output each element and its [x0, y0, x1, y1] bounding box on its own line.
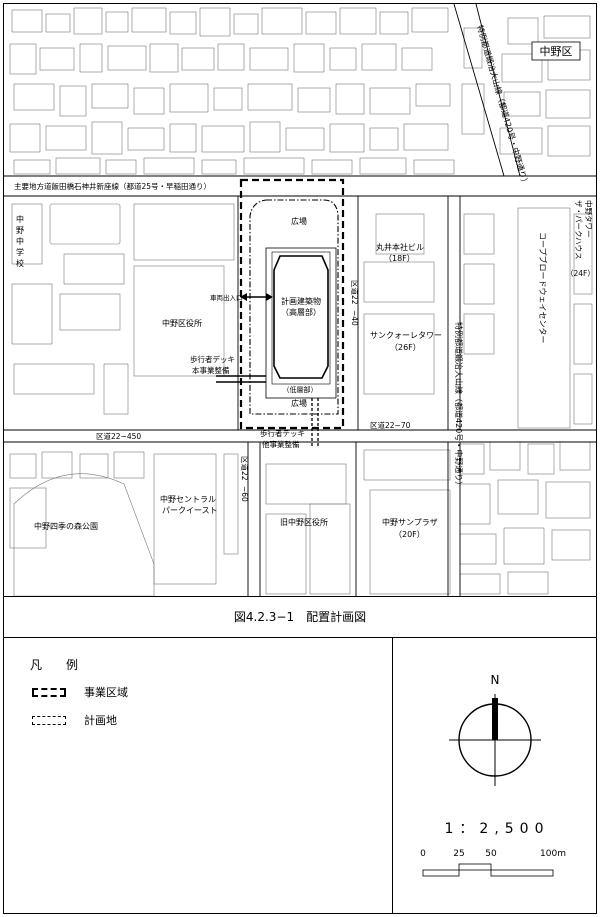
divider-caption-legend	[3, 637, 597, 638]
sunplaza-label: 中野サンプラザ	[382, 517, 438, 527]
plaza-bottom-label: 広場	[291, 398, 307, 408]
ward-label: 中野区	[540, 45, 573, 58]
low-rise-outline	[265, 247, 337, 399]
junior-high-char: 学	[16, 247, 24, 257]
junior-high-char: 校	[16, 258, 24, 268]
junior-high-char: 野	[16, 226, 24, 235]
planned-site-boundary	[249, 199, 339, 415]
central-park-east-label: 中野セントラル	[160, 494, 216, 504]
junior-high-label: 中野中学校	[16, 214, 24, 268]
ward-road-22-40-suffix: −40	[350, 310, 359, 326]
ward-label-box	[531, 41, 581, 61]
ward-road-22-60-suffix: −60	[240, 486, 249, 502]
marui-label: 丸井本社ビル	[376, 242, 424, 252]
high-rise-outline	[273, 255, 329, 379]
plaza-top-label: 広場	[291, 216, 307, 226]
legend-swatch-project-area	[32, 687, 66, 697]
ward-road-22-70-label: 区道22−70	[370, 420, 411, 430]
scale-tick-0: 0	[420, 849, 426, 859]
vehicle-entrance-arrow	[240, 293, 273, 301]
building-footprints	[9, 7, 593, 596]
junior-high-char: 中	[16, 236, 24, 246]
prefectural-road-right-label: 特例都道鍛冶大山線（都道420号・中野通り）	[454, 322, 464, 489]
pedestrian-deck-main	[216, 375, 266, 383]
ward-office-label: 中野区役所	[162, 318, 202, 328]
vehicle-entrance-label: 車両出入口	[210, 293, 243, 302]
deck-main-label: 歩行者デッキ	[190, 354, 235, 364]
ward-road-22-60-label: 区道22	[240, 456, 250, 481]
legend-item-project-area: 事業区域	[32, 684, 128, 700]
site-map: 中野区 主要地方道飯田橋石神井新座線（都道25号・早稲田通り） 特例都道鍛冶大山…	[4, 4, 596, 596]
divider-legend-compass	[392, 637, 393, 914]
project-area-boundary	[239, 178, 345, 430]
figure-frame	[3, 3, 597, 914]
sunplaza-floors: （20F）	[394, 530, 425, 539]
legend-swatch-planned-site	[32, 715, 66, 725]
main-road-label: 主要地方道飯田橋石神井新座線（都道25号・早稲田通り）	[14, 181, 211, 191]
park-house-floors: （24F）	[566, 269, 595, 278]
legend-title: 凡例	[30, 658, 103, 672]
scale-tick-50: 50	[485, 849, 497, 859]
low-rise-label: （低層部）	[283, 385, 318, 394]
figure-caption: 図4.2.3−1 配置計画図	[233, 610, 367, 624]
north-needle-icon	[492, 698, 498, 740]
park-label: 中野四季の森公園	[34, 521, 98, 531]
pedestrian-deck-other	[311, 398, 319, 446]
deck-other-sublabel: 他事業整備	[262, 439, 300, 449]
scale-tick-100: 100m	[540, 849, 566, 859]
broadway-label: コープブロードウェイセンター	[538, 232, 548, 344]
planned-building-sublabel: （高層部）	[281, 307, 321, 317]
sun-tower-label: サンクォーレタワー	[370, 331, 442, 340]
road-lines	[4, 4, 596, 596]
north-label: N	[491, 673, 500, 687]
north-arrow: N	[440, 670, 550, 794]
park-house-label: ザ・パークハウス	[574, 200, 583, 260]
marui-floors: （18F）	[384, 254, 415, 263]
ward-road-22-40-label: 区道22	[350, 280, 360, 305]
central-park-east-sublabel: パークイースト	[162, 506, 218, 515]
sun-tower-floors: （26F）	[390, 343, 421, 352]
junior-high-char: 中	[16, 214, 24, 224]
planned-building-label: 計画建築物	[281, 296, 321, 306]
park-house-sublabel: 中野タワー	[584, 200, 594, 238]
ward-road-22-450-label: 区道22−450	[96, 431, 141, 441]
old-ward-office-label: 旧中野区役所	[280, 517, 328, 527]
deck-other-label: 歩行者デッキ	[260, 428, 305, 438]
legend-label-planned-site: 計画地	[84, 714, 117, 727]
legend-label-project-area: 事業区域	[84, 686, 128, 699]
scale-tick-25: 25	[453, 849, 464, 859]
deck-main-sublabel: 本事業整備	[192, 365, 230, 375]
divider-map-caption	[3, 596, 597, 597]
legend-item-planned-site: 計画地	[32, 712, 117, 728]
scale-bar: 0 25 50 100m	[410, 842, 570, 886]
scale-ratio: 1：2,500	[444, 821, 550, 837]
